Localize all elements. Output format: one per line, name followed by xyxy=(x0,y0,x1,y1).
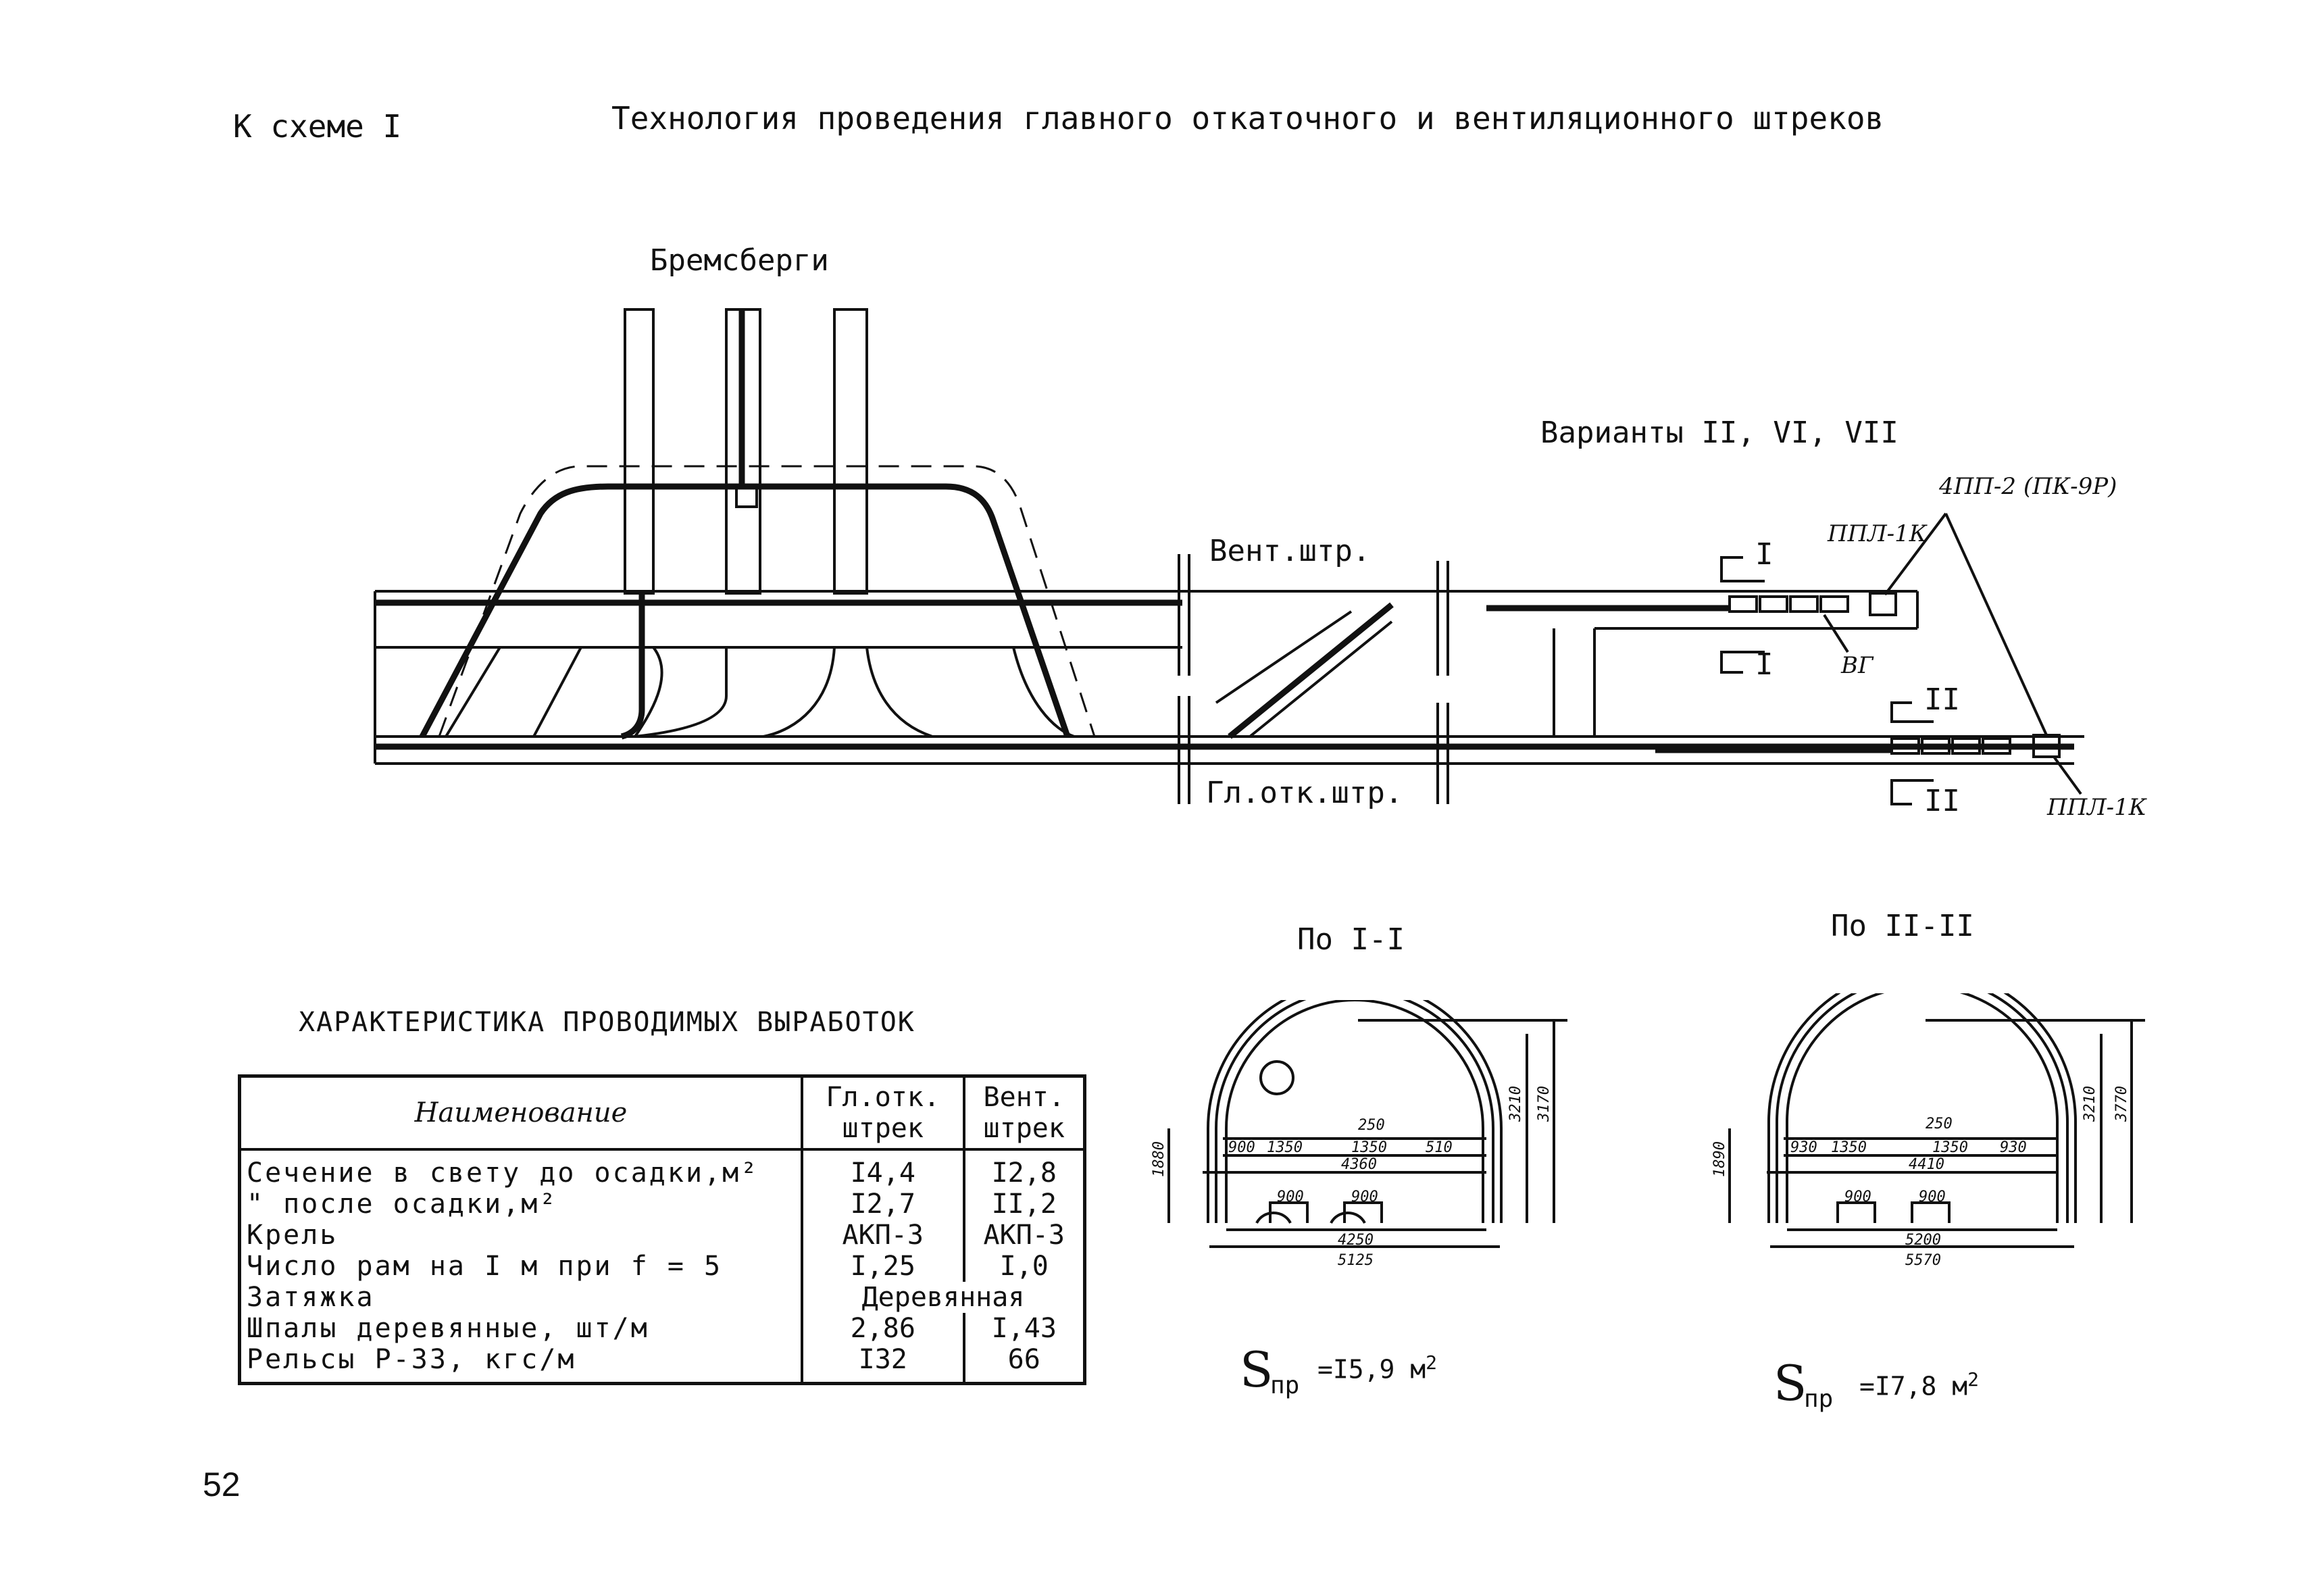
s1-dim-4360: 4360 xyxy=(1341,1156,1377,1173)
equipment-label-vg: ВГ xyxy=(1841,652,1873,679)
table-row: Затяжка Деревянная xyxy=(238,1282,1086,1313)
bremsbergi-label: Бремсберги xyxy=(650,243,829,278)
main-haulage-drift-label: Гл.отк.штр. xyxy=(1206,776,1403,810)
header-main-drift: Гл.отк.штрек xyxy=(801,1074,965,1151)
s2-dim-930-b: 930 xyxy=(2000,1139,2027,1156)
s1-dim-900-rail-b: 900 xyxy=(1351,1189,1378,1205)
section-2-area-value: =I7,8 м2 xyxy=(1859,1368,1980,1401)
section-1-title: По I-I xyxy=(1297,922,1405,957)
vent-drift-label: Вент.штр. xyxy=(1209,534,1371,568)
table-row: " после осадки,м² I2,7 II,2 xyxy=(238,1189,1086,1220)
s1-dim-250: 250 xyxy=(1358,1117,1385,1134)
variants-label: Варианты II, VI, VII xyxy=(1540,416,1898,450)
s1-dim-900-rail-a: 900 xyxy=(1277,1189,1304,1205)
page-number: 52 xyxy=(203,1466,241,1503)
section-2-title: По II-II xyxy=(1831,909,1974,943)
table-row: Рельсы Р-33, кгс/м I32 66 xyxy=(238,1344,1086,1384)
section-2-drawing: 250 930 1350 1350 930 4410 900 900 5200 … xyxy=(1711,993,2145,1269)
s2-dim-900-rail-b: 900 xyxy=(1919,1189,1946,1205)
section-2-area-symbol: S xyxy=(1774,1355,1807,1412)
s1-dim-1350-b: 1350 xyxy=(1351,1139,1387,1156)
table-row: Число рам на I м при f = 5 I,25 I,0 xyxy=(238,1251,1086,1282)
s1-dim-1880: 1880 xyxy=(1151,1141,1167,1177)
s2-dim-1890: 1890 xyxy=(1711,1141,1728,1177)
section-mark-I-bottom: I xyxy=(1755,647,1774,682)
section-mark-II-top: II xyxy=(1924,682,1960,717)
section-1-drawing: 250 900 1350 1350 510 4360 900 900 4250 … xyxy=(1151,1000,1567,1269)
s2-dim-1350-b: 1350 xyxy=(1932,1139,1968,1156)
s1-dim-1350-a: 1350 xyxy=(1267,1139,1303,1156)
section-2-area-subscript: пр xyxy=(1804,1385,1834,1413)
equipment-label-ppl-bottom: ППЛ-1К xyxy=(2047,794,2147,821)
s1-dim-5125: 5125 xyxy=(1338,1252,1374,1269)
s1-dim-3170: 3170 xyxy=(1536,1086,1553,1122)
s1-dim-4250: 4250 xyxy=(1338,1232,1374,1249)
s1-dim-510: 510 xyxy=(1426,1139,1453,1156)
s2-dim-4410: 4410 xyxy=(1909,1156,1944,1173)
s2-dim-3210: 3210 xyxy=(2082,1086,2098,1122)
table-row: Крель АКП-3 АКП-3 xyxy=(238,1220,1086,1251)
table-row: Шпалы деревянные, шт/м 2,86 I,43 xyxy=(238,1313,1086,1344)
section-mark-I-top: I xyxy=(1755,537,1774,572)
header-vent-drift: Вент.штрек xyxy=(962,1074,1086,1151)
table-row: Сечение в свету до осадки,м² I4,4 I2,8 xyxy=(238,1149,1086,1189)
s2-dim-250: 250 xyxy=(1926,1116,1953,1132)
plan-drawing xyxy=(374,308,2084,805)
s1-dim-900: 900 xyxy=(1228,1139,1255,1156)
header-name: Наименование xyxy=(238,1074,803,1151)
s2-dim-1350-a: 1350 xyxy=(1831,1139,1867,1156)
table-title: ХАРАКТЕРИСТИКА ПРОВОДИМЫХ ВЫРАБОТОК xyxy=(299,1007,915,1038)
section-1-area-subscript: пр xyxy=(1270,1372,1300,1399)
s2-dim-5570: 5570 xyxy=(1905,1252,1941,1269)
section-1-area-symbol: S xyxy=(1240,1341,1274,1398)
equipment-label-ppl-top: ППЛ-1К xyxy=(1828,520,1928,547)
section-mark-II-bottom: II xyxy=(1924,784,1960,818)
scheme-reference: К схеме I xyxy=(233,108,402,145)
s2-dim-930-a: 930 xyxy=(1790,1139,1817,1156)
section-1-area-value: =I5,9 м2 xyxy=(1317,1351,1438,1385)
s2-dim-5200: 5200 xyxy=(1905,1232,1941,1249)
characteristics-table: Наименование Гл.отк.штрек Вент.штрек Сеч… xyxy=(238,1074,1086,1385)
s2-dim-900-rail-a: 900 xyxy=(1844,1189,1871,1205)
s2-dim-3770: 3770 xyxy=(2113,1086,2130,1122)
s1-dim-3210: 3210 xyxy=(1507,1086,1524,1122)
page-title: Технология проведения главного откаточно… xyxy=(611,100,1884,136)
equipment-label-4pp: 4ПП-2 (ПК-9Р) xyxy=(1939,473,2117,500)
